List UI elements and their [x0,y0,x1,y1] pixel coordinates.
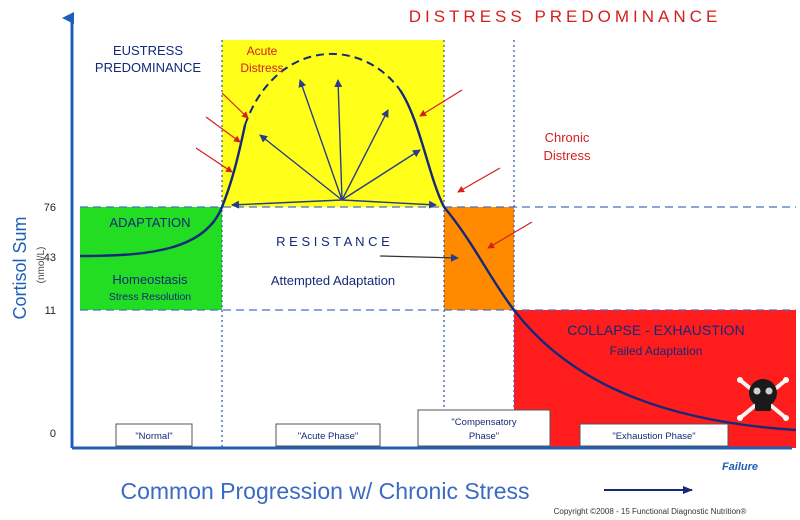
adaptation-zone [80,207,222,310]
y-axis-unit: (nmol/L) [36,247,47,284]
eustress-label-line1: EUSTRESS [113,43,183,58]
phase-box-compensatory [417,409,551,447]
chronic-distress-line2: Distress [544,148,591,163]
acute-peak-dashed-curve [244,52,401,126]
phase-box-acute [275,423,381,447]
skull-crossbones-icon [737,377,789,421]
distress-predominance-heading: DISTRESS PREDOMINANCE [409,7,722,26]
phase-box-normal [115,423,193,447]
homeostasis-label: Homeostasis [112,272,188,287]
y-tick-11: 11 [45,305,56,317]
resistance-label: R E S I S T A N C E [276,234,390,249]
y-axis-title: Cortisol Sum [10,216,30,319]
attempted-adaptation-label: Attempted Adaptation [271,273,395,288]
failed-adaptation-label: Failed Adaptation [610,344,703,358]
phase-label-compensatory-line1: "Compensatory [451,417,516,428]
copyright-notice: Copyright ©2008 - 15 Functional Diagnost… [554,507,747,516]
failure-label: Failure [722,461,758,473]
acute-distress-line2: Distress [240,61,283,75]
eustress-label-line2: PREDOMINANCE [95,60,202,75]
radiating-arrows [231,79,437,209]
phase-label-compensatory-line2: Phase" [469,431,499,442]
y-tick-76: 76 [44,202,56,214]
acute-distress-line1: Acute [247,44,278,58]
cortisol-curve [79,89,797,432]
stress-resolution-label: Stress Resolution [109,291,191,303]
phase-box-exhaustion [579,423,729,447]
compensatory-arrow [379,253,459,262]
y-tick-0: 0 [50,428,56,440]
acute-distress-zone [222,40,444,207]
chronic-distress-line1: Chronic [545,130,590,145]
y-tick-43: 43 [44,252,56,264]
distress-arrows [195,89,533,249]
phase-label-acute: "Acute Phase" [298,431,359,442]
phase-label-exhaustion: "Exhaustion Phase" [612,431,695,442]
collapse-exhaustion-label: COLLAPSE - EXHAUSTION [567,322,744,338]
x-axis-title: Common Progression w/ Chronic Stress [120,478,529,504]
adaptation-label: ADAPTATION [109,215,190,230]
phase-label-normal: "Normal" [135,431,172,442]
